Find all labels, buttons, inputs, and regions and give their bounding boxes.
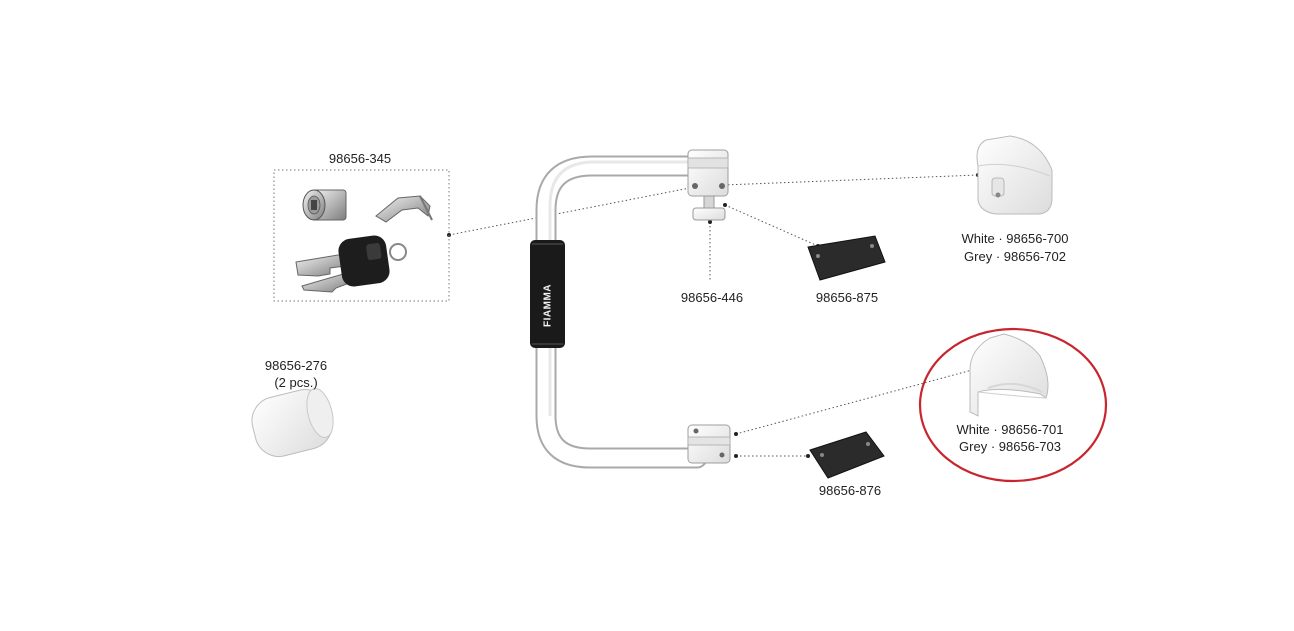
lock-cylinder-icon xyxy=(302,189,347,221)
leader-lock-kit xyxy=(448,184,706,236)
highlight-ring xyxy=(918,327,1108,483)
upper-bracket-icon xyxy=(976,135,1053,215)
lower-plate-icon xyxy=(809,431,885,479)
upper-bracket-grey: Grey · 98656-702 xyxy=(964,249,1066,264)
lower-bracket-white: White · 98656-701 xyxy=(956,422,1064,437)
leader-lines xyxy=(448,174,979,457)
lock-cam-icon xyxy=(375,195,433,223)
lower-bracket-grey: Grey · 98656-703 xyxy=(959,439,1061,454)
part-code-lock-kit: 98656-345 xyxy=(328,151,392,166)
upper-hinge-block xyxy=(687,149,729,197)
leader-upper-bracket xyxy=(723,174,979,186)
handle-brand-text: FIAMMA xyxy=(542,284,554,327)
lock-kit-box xyxy=(273,169,450,302)
end-cap-icon xyxy=(251,388,334,457)
keys-icon xyxy=(295,235,407,293)
lower-hinge-block xyxy=(687,424,731,464)
upper-bracket-white: White · 98656-700 xyxy=(961,231,1069,246)
part-code-end-cap: 98656-276 xyxy=(264,358,328,373)
upper-plate-icon xyxy=(807,235,886,281)
part-code-lower-plate: 98656-876 xyxy=(818,483,882,498)
leader-upper-plate xyxy=(724,204,819,247)
security-handle xyxy=(535,155,708,469)
part-code-knob: 98656-446 xyxy=(680,290,744,305)
handle-grip xyxy=(530,240,565,348)
part-qty-end-cap: (2 pcs.) xyxy=(274,375,318,390)
leader-lower-bracket xyxy=(735,369,973,435)
lower-bracket-icon xyxy=(969,333,1049,417)
knob-icon xyxy=(692,195,726,221)
part-code-upper-plate: 98656-875 xyxy=(815,290,879,305)
